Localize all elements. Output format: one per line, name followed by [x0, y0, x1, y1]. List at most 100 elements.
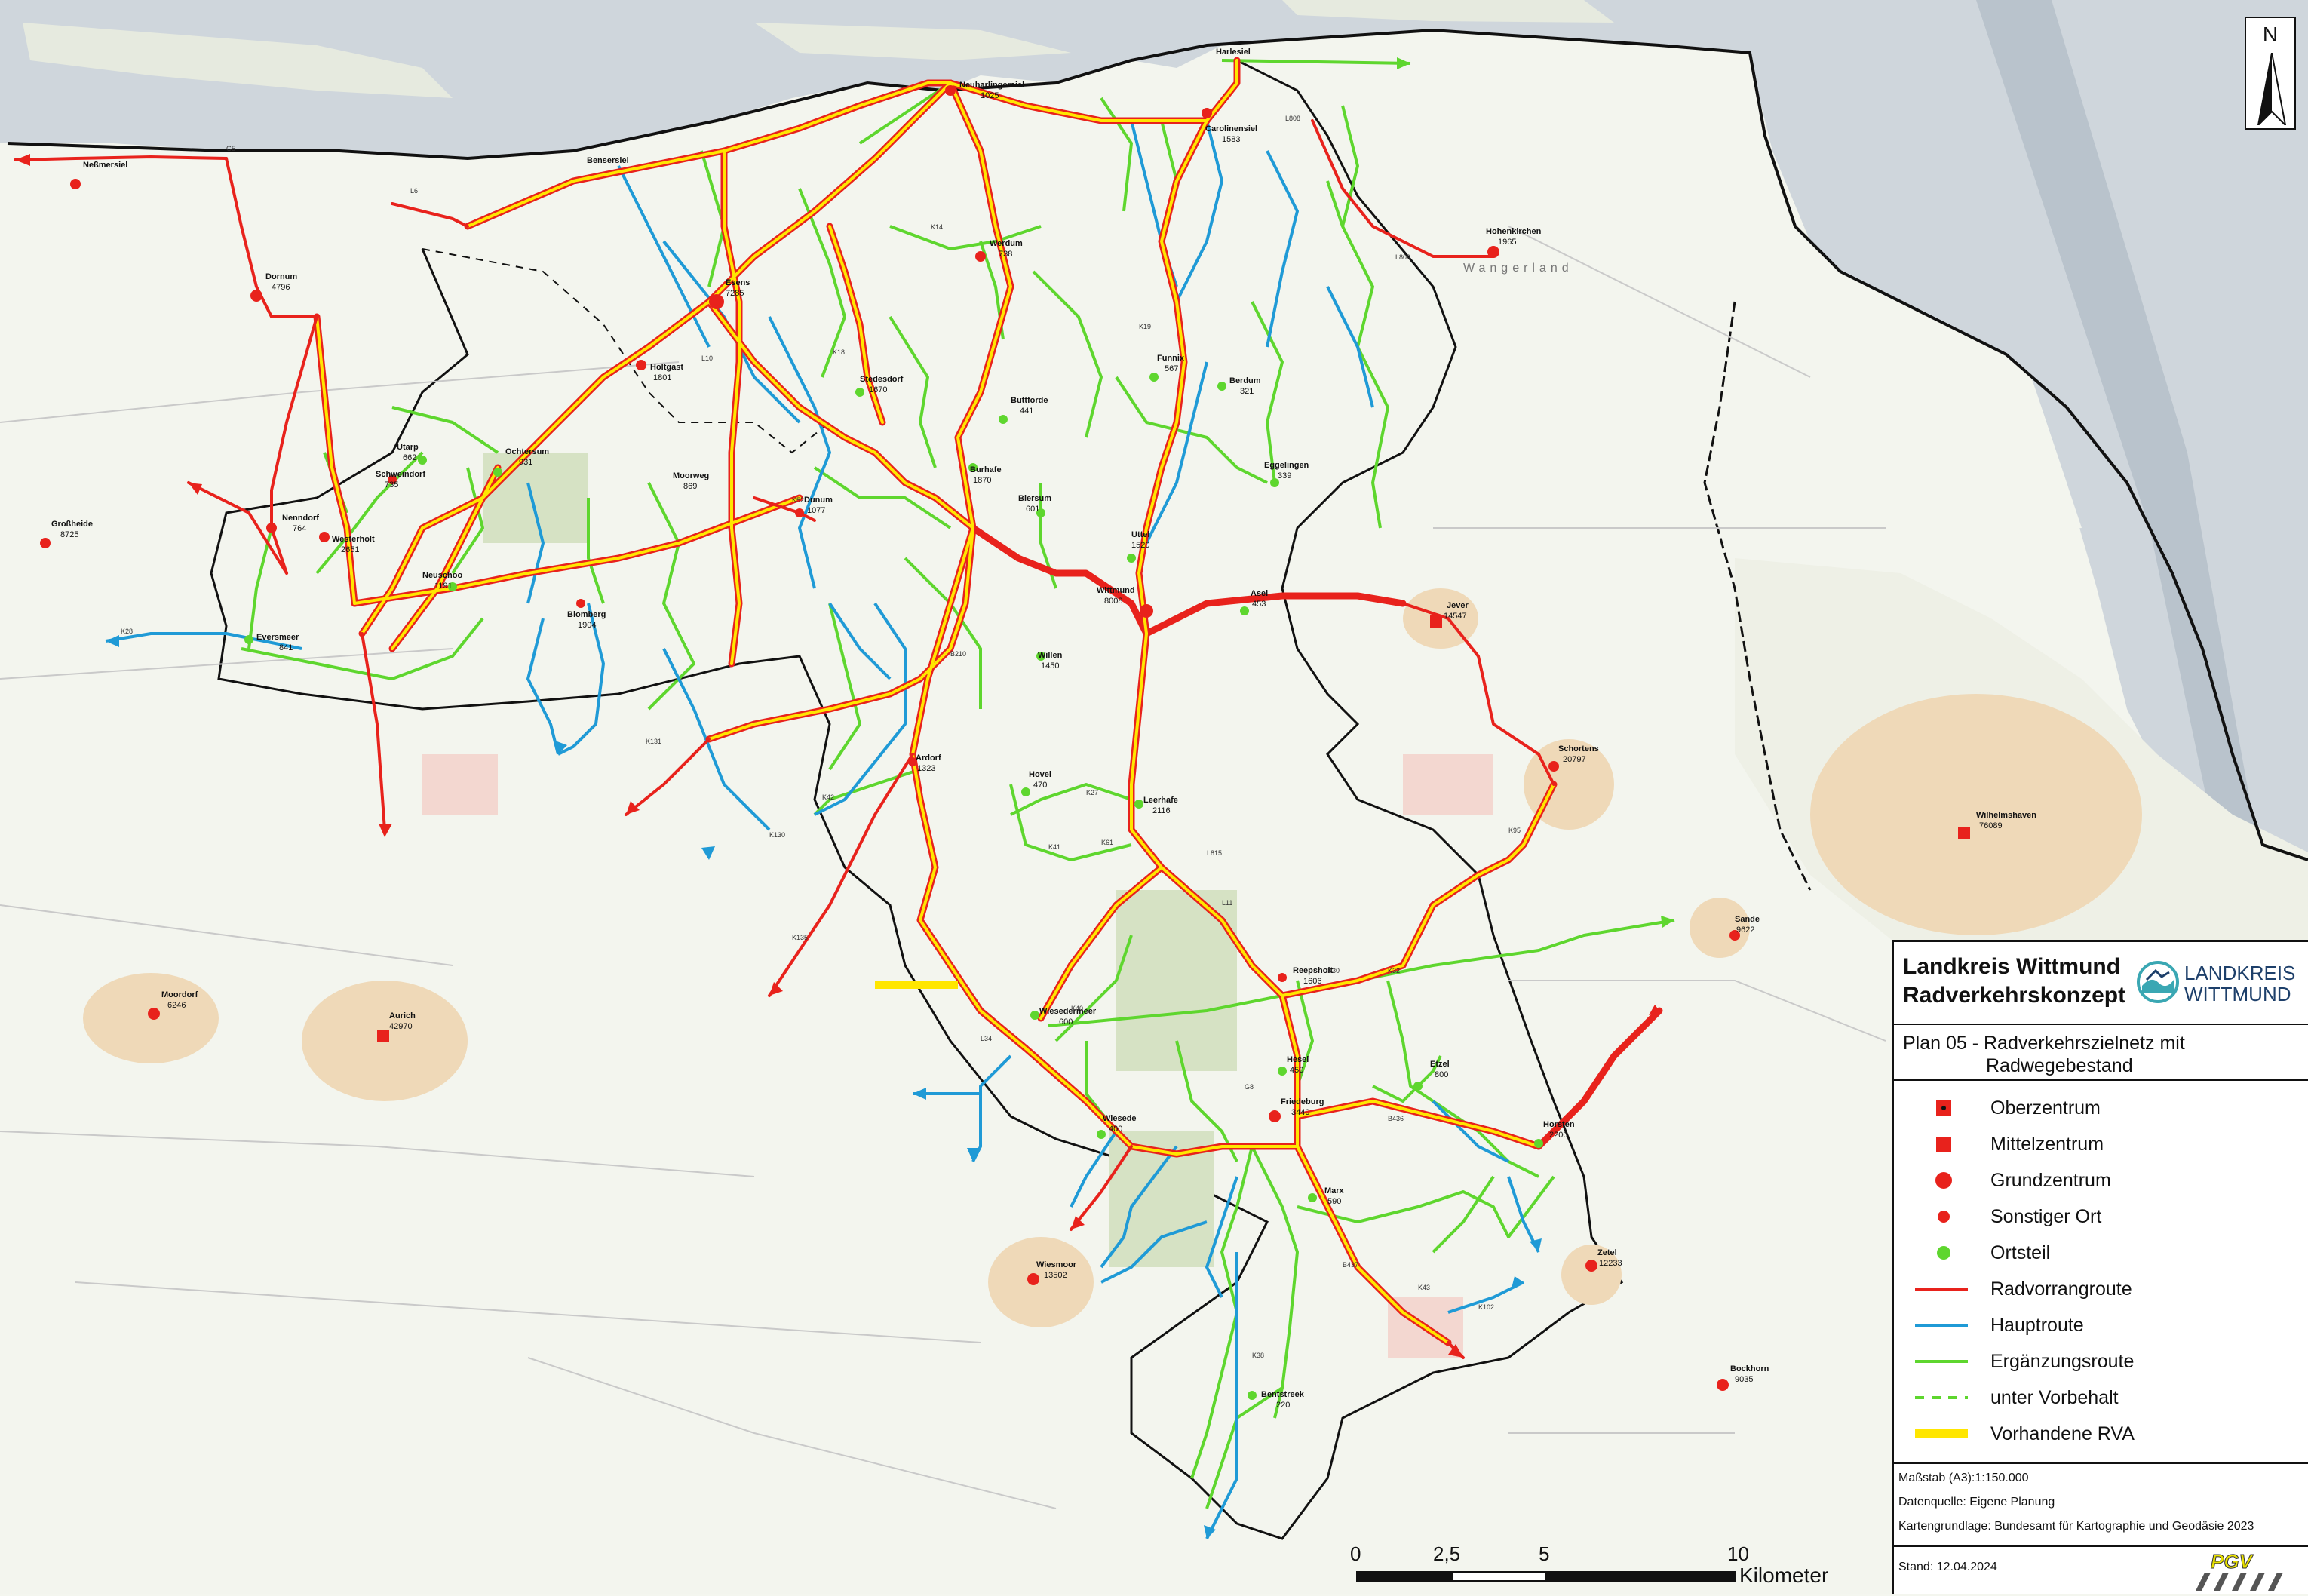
- region-label: Wangerland: [1463, 262, 1573, 275]
- road-label: K131: [646, 738, 661, 745]
- legend-label: Mittelzentrum: [1990, 1134, 2104, 1155]
- legend-label: Vorhandene RVA: [1990, 1423, 2135, 1444]
- urban-wiesmoor: [988, 1237, 1094, 1327]
- marker-funnix: [1149, 373, 1159, 382]
- marker-leerhafe: [1134, 800, 1143, 809]
- marker-etzel: [1413, 1082, 1423, 1091]
- label-place: Eggelingen: [1264, 461, 1309, 470]
- label-pop: 1801: [653, 373, 671, 382]
- road-label: K130: [769, 831, 785, 839]
- marker-wiesmoor: [1027, 1273, 1039, 1285]
- label-place: Großheide: [51, 520, 93, 529]
- label-pop: 567: [1165, 364, 1178, 373]
- road-label: L809: [1395, 253, 1410, 261]
- road-label: K18: [833, 348, 845, 356]
- island-3: [1282, 0, 1614, 23]
- legend-basemap-text: Kartengrundlage: Bundesamt für Kartograp…: [1898, 1520, 2254, 1533]
- label-place: Funnix: [1157, 354, 1185, 363]
- legend-item-ortsteil: Ortsteil: [1894, 1236, 2308, 1269]
- hauptroute-line-icon: [1915, 1324, 1968, 1327]
- hatched-patch-2: [422, 754, 498, 815]
- label-pop: 1870: [973, 476, 991, 485]
- marker-sande: [1729, 930, 1740, 941]
- marker-asel: [1240, 606, 1249, 615]
- label-pop: 1520: [1131, 541, 1149, 550]
- landkreis-logo: LANDKREIS WITTMUND: [2136, 959, 2302, 1007]
- marker-bentstreek: [1248, 1391, 1257, 1400]
- road-label: K14: [931, 223, 943, 231]
- legend-stand-text: Stand: 12.04.2024: [1898, 1561, 1997, 1573]
- label-place: Neuschoo: [422, 571, 462, 580]
- marker-bockhorn: [1717, 1379, 1729, 1391]
- label-pop: 7285: [726, 289, 744, 298]
- label-place: Werdum: [990, 239, 1023, 248]
- marker-nessmersiel: [70, 179, 81, 189]
- marker-uttel: [1127, 554, 1136, 563]
- label-place: Dunum: [804, 496, 833, 505]
- road-label: G5: [226, 145, 235, 152]
- ortsteil-icon: [1937, 1246, 1950, 1260]
- marker-blomberg: [576, 599, 585, 608]
- marker-buttforde: [999, 415, 1008, 424]
- legend-item-mittelzentrum: Mittelzentrum: [1894, 1128, 2308, 1161]
- road-label: L11: [1222, 899, 1232, 907]
- marker-wiesedermeer: [1030, 1011, 1039, 1020]
- label-place: Carolinensiel: [1205, 124, 1257, 134]
- marker-esens: [709, 294, 724, 309]
- district-boundary: [210, 59, 1624, 1540]
- label-pop: 735: [385, 480, 398, 490]
- marker-schweindorf: [388, 475, 397, 484]
- scale-tick: 10: [1727, 1542, 1749, 1565]
- label-pop: 841: [279, 643, 293, 652]
- road-label: K19: [1139, 323, 1151, 330]
- label-place: Jever: [1447, 601, 1469, 610]
- marker-eversmeer: [244, 635, 253, 644]
- label-place: Etzel: [1430, 1060, 1450, 1069]
- marker-jever: [1430, 615, 1442, 628]
- label-place: Neuharlingersiel: [959, 81, 1024, 90]
- marker-zetel: [1585, 1260, 1597, 1272]
- label-pop: 2116: [1152, 806, 1171, 815]
- road-label: K32: [1388, 967, 1400, 974]
- label-place: Wiesede: [1103, 1114, 1137, 1123]
- municipal-boundary-dashed: [422, 248, 830, 454]
- road-label: K27: [1086, 789, 1098, 796]
- logo-text-line2: WITTMUND: [2184, 983, 2291, 1005]
- marker-neuschoo: [448, 582, 457, 591]
- scale-tick: 0: [1350, 1542, 1361, 1565]
- label-pop: 1077: [807, 506, 825, 515]
- logo-text-line1: LANDKREIS: [2184, 962, 2296, 984]
- legend-plan-title: Plan 05 - Radverkehrszielnetz mit Radweg…: [1894, 1024, 2308, 1081]
- legend-source-text: Datenquelle: Eigene Planung: [1898, 1496, 2055, 1509]
- marker-wittmund: [1140, 604, 1153, 618]
- label-pop: 600: [1059, 1017, 1073, 1027]
- legend-label: Oberzentrum: [1990, 1097, 2101, 1119]
- legend-item-grundzentrum: Grundzentrum: [1894, 1164, 2308, 1197]
- place-markers: [40, 85, 1970, 1400]
- vorbehalt-dashed-line-icon: [1915, 1396, 1968, 1399]
- label-place: Stedesdorf: [860, 375, 904, 384]
- label-place: Hesel: [1287, 1055, 1309, 1064]
- legend-item-ergaenzungsroute: Ergänzungsroute: [1894, 1345, 2308, 1378]
- mittelzentrum-icon: [1936, 1137, 1951, 1152]
- label-place: Ochtersum: [505, 447, 549, 456]
- marker-wilhelmshaven: [1958, 827, 1970, 839]
- road-label: L34: [981, 1035, 992, 1042]
- road-label: L10: [701, 354, 713, 362]
- road-label: K40: [1071, 1005, 1083, 1012]
- label-pop: 1450: [1041, 661, 1059, 671]
- marker-moordorf: [148, 1008, 160, 1020]
- legend-label: Radvorrangroute: [1990, 1278, 2132, 1300]
- radvorrang-routes: [14, 57, 1674, 1539]
- label-pop: 2200: [1549, 1131, 1567, 1140]
- label-pop: 601: [1026, 505, 1039, 514]
- legend-label: Sonstiger Ort: [1990, 1206, 2102, 1227]
- label-place: Bensersiel: [587, 156, 629, 165]
- label-place: Wilhelmshaven: [1976, 811, 2036, 820]
- label-pop: 12233: [1599, 1259, 1622, 1268]
- label-place: Ardorf: [916, 753, 941, 763]
- label-place: Zetel: [1597, 1248, 1617, 1257]
- road-label: K28: [121, 628, 133, 635]
- marker-utarp: [418, 456, 427, 465]
